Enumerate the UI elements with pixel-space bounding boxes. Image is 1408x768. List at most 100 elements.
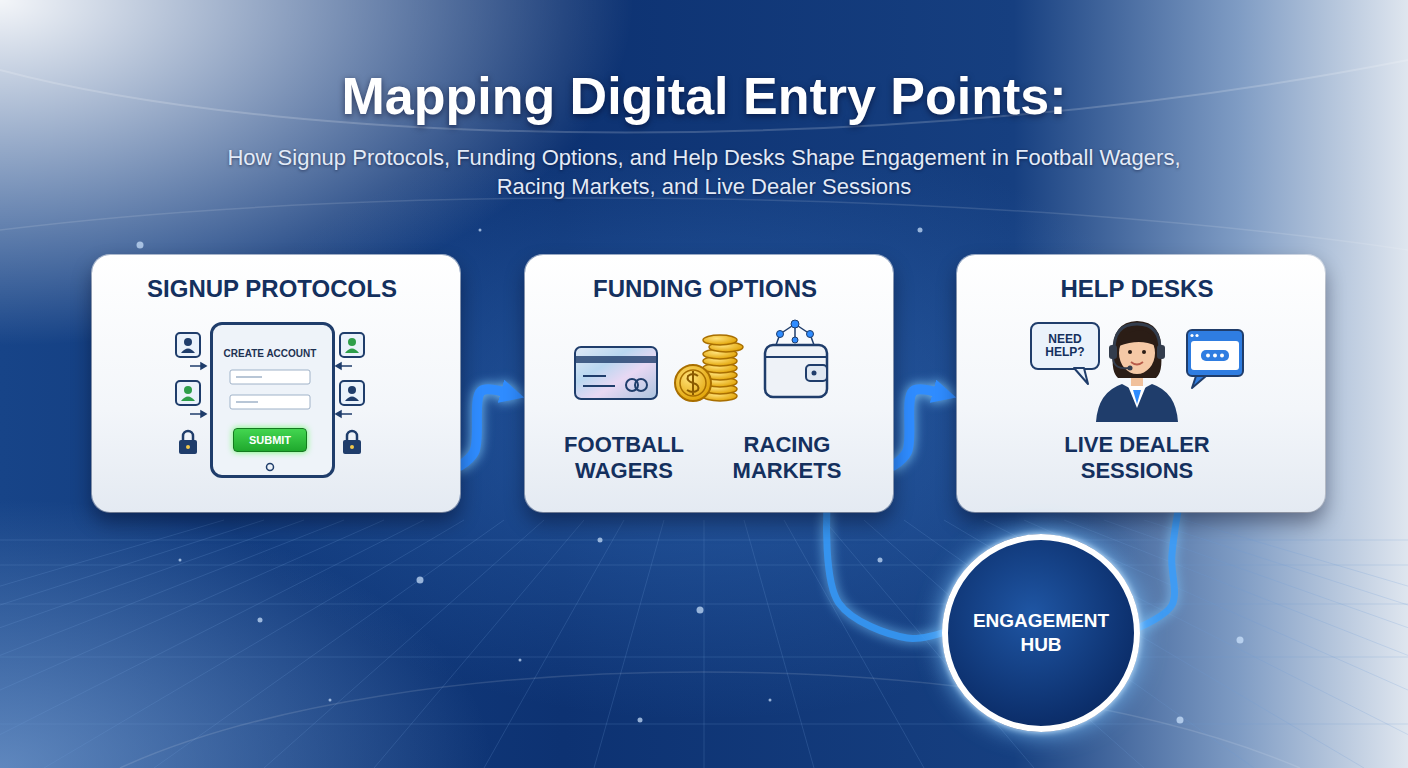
- decor-shape: [635, 379, 647, 391]
- decor-shape: [1192, 376, 1206, 388]
- decor-shape: [575, 356, 657, 363]
- credit-card: [575, 347, 657, 399]
- node-label: ENGAGEMENT HUB: [966, 609, 1116, 657]
- decor-shape: [479, 229, 482, 232]
- decor-shape: [417, 577, 424, 584]
- decor-shape: [703, 349, 737, 359]
- decor-shape: [1131, 362, 1143, 365]
- decor-shape: [704, 520, 705, 768]
- decor-shape: [583, 375, 606, 377]
- decor-shape: [519, 659, 522, 662]
- tablet-button: [267, 464, 274, 471]
- input-hint: [236, 376, 262, 378]
- decor-shape: [703, 384, 737, 394]
- coin-stack: [703, 335, 743, 401]
- decor-shape: [675, 365, 711, 401]
- input-field: [230, 395, 310, 409]
- decor-shape: [777, 331, 784, 338]
- decor-shape: [792, 337, 798, 343]
- light-sweeps: [0, 60, 1408, 768]
- decor-shape: [638, 718, 643, 723]
- subtitle: How Signup Protocols, Funding Options, a…: [204, 143, 1204, 201]
- chat-window: [1187, 330, 1243, 388]
- decor-shape: [1157, 345, 1165, 359]
- decor-shape: [769, 699, 772, 702]
- decor-shape: [784, 520, 924, 768]
- decor-shape: [348, 338, 356, 346]
- decor-shape: [703, 377, 737, 387]
- decor-shape: [594, 520, 664, 768]
- decor-shape: [780, 324, 795, 334]
- stage-panel: FUNDING OPTIONSFOOTBALL WAGERSRACING MAR…: [525, 255, 893, 512]
- decor-shape: [340, 381, 364, 405]
- decor-shape: [1113, 358, 1129, 368]
- help-icons: [1074, 321, 1243, 422]
- decor-shape: [812, 371, 817, 376]
- input-field: [230, 370, 310, 384]
- decor-shape: [154, 520, 504, 768]
- decor-shape: [583, 385, 615, 387]
- flow-arrow: [460, 389, 501, 465]
- decor-shape: [0, 520, 304, 768]
- decor-shape: [183, 431, 193, 440]
- decor-shape: [1119, 332, 1155, 374]
- decor-shape: [374, 520, 584, 768]
- decor-shape: [350, 445, 354, 449]
- decor-shape: [1213, 354, 1217, 358]
- small-arrows: [190, 363, 352, 417]
- decor-shape: [703, 391, 737, 401]
- decor-shape: [1187, 330, 1243, 376]
- user-icon: [176, 333, 200, 357]
- panel-heading: FUNDING OPTIONS: [525, 275, 885, 303]
- decor-shape: [864, 520, 1144, 768]
- decor-shape: [765, 345, 827, 397]
- decor-shape: [791, 320, 799, 328]
- decor-shape: [1133, 390, 1141, 404]
- grid-lines: [0, 520, 1408, 768]
- decor-shape: [806, 365, 827, 381]
- decor-shape: [201, 411, 206, 417]
- decor-shape: [795, 324, 810, 334]
- decor-shape: [1104, 520, 1408, 768]
- decor-shape: [345, 349, 359, 354]
- node-label: CREATE ACCOUNT: [213, 348, 327, 360]
- decor-shape: [598, 538, 603, 543]
- node-label: SUBMIT: [249, 434, 291, 446]
- decor-shape: [1131, 372, 1143, 386]
- light-sweep: [0, 60, 1408, 133]
- stage-panel: NEED HELP?HELP DESKSLIVE DEALER SESSIONS: [957, 255, 1325, 512]
- decor-shape: [0, 520, 264, 768]
- decor-shape: [338, 365, 352, 367]
- decor-shape: [184, 386, 192, 394]
- decor-shape: [1119, 331, 1156, 346]
- decor-shape: [348, 386, 356, 394]
- front-coin: [675, 365, 711, 401]
- decor-shape: [181, 397, 195, 402]
- lock-icon: [343, 431, 361, 454]
- decor-shape: [697, 607, 704, 614]
- flow-arc: [827, 512, 942, 638]
- decor-shape: [190, 413, 204, 415]
- decor-shape: [709, 342, 743, 352]
- decor-shape: [179, 559, 182, 562]
- decor-shape: [1096, 384, 1178, 422]
- bubble-tail: [1074, 368, 1088, 384]
- decor-shape: [703, 356, 737, 366]
- node-label: NEED HELP?: [1035, 333, 1095, 359]
- decor-shape: [1206, 354, 1210, 358]
- decor-shape: [190, 365, 204, 367]
- funding-icons: [575, 320, 827, 401]
- decor-shape: [1184, 520, 1408, 768]
- user-icons: [176, 333, 364, 471]
- decor-shape: [0, 520, 224, 768]
- panel-heading: HELP DESKS: [957, 275, 1317, 303]
- decor-shape: [776, 334, 780, 345]
- decor-shape: [680, 370, 706, 396]
- decor-shape: [184, 338, 192, 346]
- decor-shape: [340, 333, 364, 357]
- decor-shape: [918, 228, 923, 233]
- panel-label: FOOTBALL WAGERS: [549, 432, 699, 484]
- decor-shape: [1142, 350, 1146, 354]
